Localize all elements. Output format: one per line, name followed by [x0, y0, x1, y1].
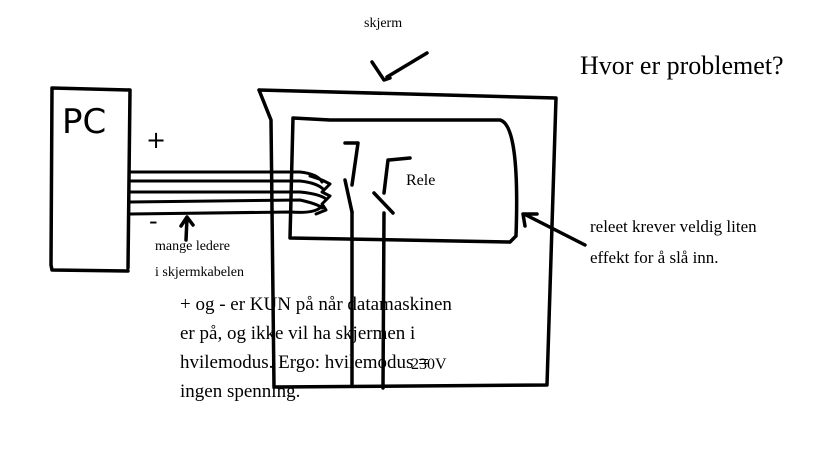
relay-contact-left	[343, 141, 360, 214]
explanation-line-2: er på, og ikke vil ha skjermen i	[180, 323, 416, 344]
cable-wire-2	[128, 179, 326, 192]
monitor-outer-frame	[257, 88, 558, 389]
relay-label: Rele	[406, 172, 436, 189]
pc-label: PC	[62, 102, 107, 142]
cable-label-line1: mange ledere	[155, 239, 231, 254]
plus-sign: +	[146, 126, 167, 154]
relay-note-line1: releet krever veldig liten	[590, 217, 757, 236]
question-heading: Hvor er problemet?	[580, 51, 784, 80]
cable-arrow	[179, 215, 195, 242]
skjerm-arrow	[370, 51, 429, 82]
cable-wire-3	[128, 190, 328, 201]
voltage-label: 230V	[411, 356, 447, 373]
cable-wire-5	[128, 204, 324, 216]
relay-note-arrow	[521, 212, 587, 247]
explanation-text: + og - er KUN på når datamaskinen er på,…	[180, 290, 452, 406]
pc-box	[49, 86, 132, 273]
explanation-line-3: hvilemodus. Ergo: hvilemodus =	[180, 352, 429, 373]
relay-contact-right	[372, 156, 412, 215]
explanation-line-1: + og - er KUN på når datamaskinen	[180, 294, 452, 315]
cable-label-line2: i skjermkabelen	[155, 265, 245, 280]
monitor-inner-screen	[288, 116, 519, 244]
explanation-line-4: ingen spenning.	[180, 381, 301, 402]
skjerm-label: skjerm	[364, 16, 403, 31]
cable-plug	[308, 174, 332, 216]
mains-wire-right	[381, 211, 386, 390]
cable-wire-4	[128, 198, 324, 210]
relay-note-line2: effekt for å slå inn.	[590, 248, 719, 267]
minus-sign: -	[149, 207, 158, 235]
